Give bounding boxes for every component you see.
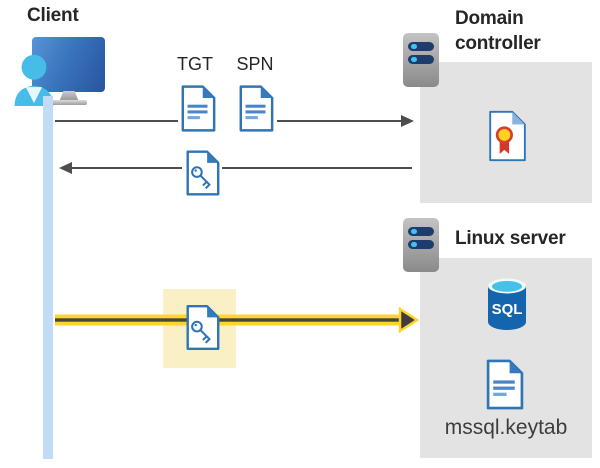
keytab-filename: mssql.keytab bbox=[444, 416, 568, 439]
client-timeline bbox=[43, 96, 53, 459]
server-bay bbox=[408, 227, 434, 236]
server-bay bbox=[408, 240, 434, 249]
response-arrow-line bbox=[222, 167, 412, 169]
monitor-stand bbox=[59, 91, 79, 102]
sql-label: SQL bbox=[492, 301, 523, 318]
server-led bbox=[411, 56, 417, 63]
server-led bbox=[411, 228, 417, 235]
certificate-icon bbox=[486, 109, 528, 163]
keytab-key-file-icon bbox=[184, 303, 221, 352]
domain-controller-server-icon bbox=[403, 33, 439, 87]
server-bay bbox=[408, 42, 434, 51]
request-arrowhead bbox=[401, 115, 414, 127]
key-file-icon bbox=[184, 149, 221, 197]
client-title: Client bbox=[27, 5, 79, 26]
spn-ticket-icon bbox=[237, 84, 275, 133]
spn-label: SPN bbox=[236, 54, 274, 74]
request-arrow-line bbox=[277, 120, 402, 122]
monitor-stand-base bbox=[51, 100, 87, 105]
domain-controller-title: Domain controller bbox=[455, 8, 541, 54]
keytab-file-icon bbox=[484, 358, 525, 411]
server-led bbox=[411, 241, 417, 248]
keytab-flow-arrow bbox=[55, 307, 419, 333]
response-arrow-line bbox=[72, 167, 182, 169]
linux-server-icon bbox=[403, 218, 439, 272]
tgt-ticket-icon bbox=[179, 84, 217, 133]
tgt-label: TGT bbox=[177, 54, 213, 74]
linux-server-title: Linux server bbox=[455, 228, 566, 249]
request-arrow-line bbox=[55, 120, 178, 122]
server-led bbox=[411, 43, 417, 50]
sql-database-icon: SQL bbox=[488, 278, 526, 330]
response-arrowhead bbox=[59, 162, 72, 174]
server-bay bbox=[408, 55, 434, 64]
